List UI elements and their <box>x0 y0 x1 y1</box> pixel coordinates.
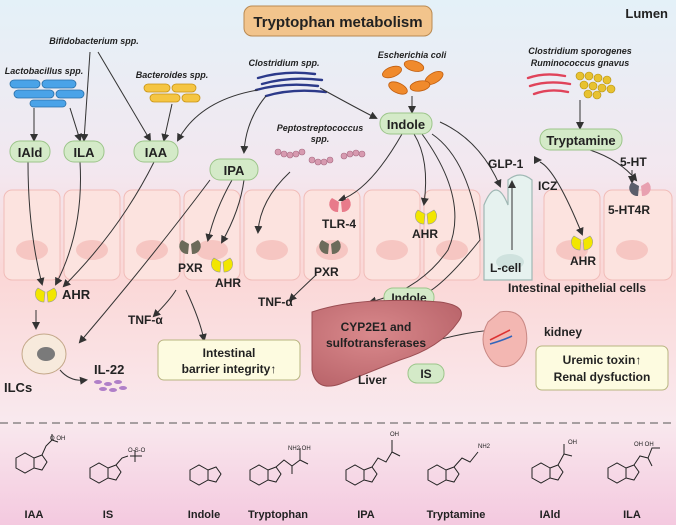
structure-groups: O OH O-S-O NH2 OH OH NH2 OH OH OH <box>50 432 654 454</box>
svg-text:IAld: IAld <box>540 509 561 521</box>
ecoli-label: Escherichia coli <box>378 50 447 60</box>
uremic-label-2: Renal dysfuction <box>554 370 651 384</box>
svg-text:IAA: IAA <box>25 509 44 521</box>
peptostreptococcus-icon <box>274 148 366 166</box>
lactobacillus-icon <box>9 79 85 108</box>
ahr-label-mid: AHR <box>412 227 438 241</box>
lumen-label: Lumen <box>625 6 668 21</box>
tryptamine-metabolite: Tryptamine <box>546 133 615 148</box>
structure-ipa <box>345 440 401 486</box>
liver-organ <box>311 299 462 387</box>
liver-label: Liver <box>358 373 387 387</box>
barrier-label-1: Intestinal <box>203 346 256 360</box>
bifidobacterium-label: Bifidobacterium spp. <box>49 36 139 46</box>
clostridium-label: Clostridium spp. <box>248 58 319 68</box>
svg-text:Tryptamine: Tryptamine <box>427 509 486 521</box>
iald-metabolite: IAld <box>18 145 43 160</box>
epithelial-label: Intestinal epithelial cells <box>508 281 646 295</box>
structure-iaa <box>15 434 59 474</box>
kidney-icon <box>482 310 528 368</box>
svg-text:O OH: O OH <box>50 436 65 442</box>
lcell-label: L-cell <box>490 261 521 275</box>
pxr-receptor-icon <box>179 182 651 255</box>
icz-label: ICZ <box>538 179 557 193</box>
tnf-label-left: TNF-α <box>128 313 163 327</box>
structure-is <box>89 450 142 484</box>
cyp-label-2: sulfotransferases <box>326 336 426 350</box>
ahr-label-left: AHR <box>62 287 91 302</box>
epithelial-cells <box>3 189 673 281</box>
ilcs-label: ILCs <box>4 380 32 395</box>
svg-text:OH: OH <box>568 440 577 446</box>
svg-text:NH2 OH: NH2 OH <box>288 446 311 452</box>
tlr4-receptor-icon <box>329 198 351 213</box>
indole-metabolite: Indole <box>387 117 425 132</box>
title: Tryptophan metabolism <box>253 14 422 31</box>
ecoli-icon <box>382 60 444 95</box>
clostridium-icon <box>254 71 328 98</box>
is-metabolite: IS <box>420 367 431 381</box>
barrier-box <box>157 339 301 381</box>
sporogenes-icon <box>526 73 572 96</box>
ahr-label-pxr: AHR <box>215 276 241 290</box>
kidney-label: kidney <box>544 325 582 339</box>
ahr-receptor-icon <box>34 209 594 303</box>
peptostreptococcus-label-2: spp. <box>311 134 330 144</box>
il22-dots-icon <box>94 380 127 392</box>
uremic-label-1: Uremic toxin↑ <box>563 353 642 367</box>
il22-label: IL-22 <box>94 362 124 377</box>
structure-labels: IAA IS Indole Tryptophan IPA Tryptamine … <box>25 509 641 521</box>
bacteroides-label: Bacteroides spp. <box>136 70 209 80</box>
cyp-label-1: CYP2E1 and <box>341 320 412 334</box>
ahr-label-right: AHR <box>570 254 596 268</box>
tlr4-label: TLR-4 <box>322 217 356 231</box>
svg-text:NH2: NH2 <box>478 444 491 450</box>
bacteroides-icon <box>143 83 201 103</box>
ipa-metabolite: IPA <box>224 163 245 178</box>
peptostreptococcus-label: Peptostreptococcus <box>277 123 364 133</box>
pxr-label-left: PXR <box>178 261 203 275</box>
chemical-structures <box>15 434 660 486</box>
structure-tryptamine <box>427 451 479 486</box>
svg-text:OH OH: OH OH <box>634 442 654 448</box>
tnf-label-mid: TNF-α <box>258 295 293 309</box>
svg-text:IS: IS <box>103 509 113 521</box>
structure-ila <box>607 447 660 484</box>
barrier-label-2: barrier integrity↑ <box>182 362 277 376</box>
pxr-label-mid: PXR <box>314 265 339 279</box>
sporogenes-label: Clostridium sporogenes <box>528 46 632 56</box>
ilc-nucleus <box>37 347 55 361</box>
uremic-box <box>535 345 669 391</box>
l-cell-nucleus <box>496 254 524 270</box>
title-box <box>243 5 433 37</box>
svg-text:O-S-O: O-S-O <box>128 448 146 454</box>
metabolite-boxes <box>9 112 623 384</box>
svg-text:Indole: Indole <box>188 509 220 521</box>
iaa-metabolite: IAA <box>145 145 168 160</box>
lactobacillus-label: Lactobacillus spp. <box>5 66 84 76</box>
svg-text:Tryptophan: Tryptophan <box>248 509 308 521</box>
pathway-arrows <box>27 51 638 385</box>
gnavus-icon <box>575 71 616 100</box>
gnavus-label: Ruminococcus gnavus <box>531 58 630 68</box>
5ht-label: 5-HT <box>620 155 647 169</box>
svg-text:IPA: IPA <box>357 509 375 521</box>
glp1-label: GLP-1 <box>488 157 524 171</box>
5ht4r-label: 5-HT4R <box>608 203 650 217</box>
structure-iald <box>531 444 573 484</box>
svg-text:OH: OH <box>390 432 399 438</box>
ila-metabolite: ILA <box>74 145 96 160</box>
structure-indole <box>189 464 222 486</box>
svg-text:ILA: ILA <box>623 509 641 521</box>
structure-tryptophan <box>249 448 309 486</box>
